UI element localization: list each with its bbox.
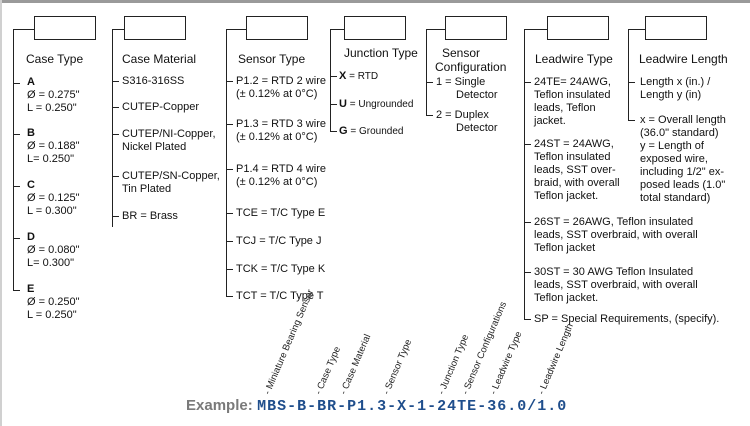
case-type-code-a: A (27, 76, 35, 88)
leadwire-type-26st-1: 26ST = 26AWG, Teflon insulated (534, 216, 694, 228)
sensor-type-p14-accuracy: (± 0.12% at 0°C) (236, 176, 318, 188)
case-material-brass: BR = Brass (122, 210, 178, 222)
leadwire-type-sp: SP = Special Requirements, (specify). (534, 313, 720, 325)
leadwire-type-24te-4: jacket. (534, 115, 566, 127)
rotated-label-leadwire-length: - Leadwire Length (536, 321, 576, 397)
leadwire-type-26st-2: leads, SST overbraid, with overall (534, 229, 698, 241)
sensor-type-box (246, 16, 308, 40)
case-type-a-diameter: Ø = 0.275" (27, 89, 80, 101)
sensor-type-p13-accuracy: (± 0.12% at 0°C) (236, 131, 318, 143)
example-line: Example: MBS-B-BR-P1.3-X-1-24TE-36.0/1.0 (186, 397, 567, 415)
case-material-box (124, 16, 186, 40)
case-type-header: Case Type (26, 52, 84, 66)
leadwire-type-24st-3: leads, SST over- (534, 164, 616, 176)
case-type-c-diameter: Ø = 0.125" (27, 192, 80, 204)
case-material-cutep-ni-1: CUTEP/NI-Copper, (122, 128, 216, 140)
sensor-type-p14: P1.4 = RTD 4 wire (236, 163, 326, 175)
case-type-box (34, 16, 96, 40)
left-rule (0, 0, 2, 426)
sensor-configuration-single-1: 1 = Single (436, 76, 486, 88)
case-type-code-b: B (27, 127, 35, 139)
sensor-type-p12-accuracy: (± 0.12% at 0°C) (236, 88, 318, 100)
leadwire-length-format-2: Length y (in) (640, 89, 702, 101)
sensor-configuration-duplex-1: 2 = Duplex (436, 109, 489, 121)
leadwire-type-26st-3: Teflon jacket (534, 242, 596, 254)
leadwire-length-format-1: Length x (in.) / (640, 76, 711, 88)
sensor-type-tct: TCT = T/C Type T (236, 290, 324, 302)
case-type-a-length: L = 0.250" (27, 102, 77, 114)
leadwire-type-30st-1: 30ST = 30 AWG Teflon Insulated (534, 266, 694, 278)
sensor-configuration-header-1: Sensor (442, 46, 481, 60)
sensor-type-header: Sensor Type (238, 52, 306, 66)
sensor-configuration-box (445, 16, 507, 40)
leadwire-type-24st-5: Teflon jacket. (534, 190, 599, 202)
case-material-bracket (112, 29, 124, 227)
sensor-configuration-header-2: Configuration (435, 60, 507, 74)
leadwire-length-y-5: total standard) (640, 192, 711, 204)
case-type-b-length: L= 0.250" (27, 153, 75, 165)
case-type-code-d: D (27, 231, 35, 243)
case-type-bracket (13, 29, 34, 291)
junction-type-x: X = RTD (339, 70, 379, 82)
example-label: Example: (186, 397, 253, 414)
sensor-type-tcj: TCJ = T/C Type J (236, 235, 322, 247)
case-material-cutep: CUTEP-Copper (122, 101, 200, 113)
leadwire-type-24st-2: Teflon insulated (534, 151, 611, 163)
leadwire-length-y-1: y = Length of (640, 140, 704, 152)
case-material-s316: S316-316SS (122, 75, 185, 87)
leadwire-length-x-2: (36.0" standard) (640, 127, 719, 139)
case-type-code-e: E (27, 283, 35, 295)
leadwire-length-x-1: x = Overall length (640, 114, 726, 126)
case-material-cutep-sn-1: CUTEP/SN-Copper, (122, 170, 220, 182)
rotated-label-case-material: - Case Material (338, 332, 374, 397)
case-material-cutep-sn-2: Tin Plated (122, 183, 172, 195)
junction-type-bracket (330, 29, 344, 131)
example-code: MBS-B-BR-P1.3-X-1-24TE-36.0/1.0 (257, 398, 568, 415)
junction-type-u: U = Ungrounded (339, 98, 414, 110)
leadwire-length-bracket (628, 29, 645, 121)
case-type-d-diameter: Ø = 0.080" (27, 244, 80, 256)
case-type-d-length: L= 0.300" (27, 257, 75, 269)
junction-type-header: Junction Type (344, 46, 418, 60)
leadwire-type-bracket (524, 29, 547, 320)
leadwire-length-y-2: exposed wire, (640, 153, 708, 165)
sensor-configuration-duplex-2: Detector (456, 122, 498, 134)
case-type-code-c: C (27, 179, 35, 191)
sensor-type-p12: P1.2 = RTD 2 wire (236, 75, 326, 87)
junction-type-g: G = Grounded (339, 125, 404, 137)
leadwire-type-box (547, 16, 609, 40)
leadwire-type-24te-1: 24TE= 24AWG, (534, 76, 611, 88)
junction-type-box (344, 16, 406, 40)
case-type-c-length: L = 0.300" (27, 205, 77, 217)
leadwire-length-box (645, 16, 707, 40)
leadwire-type-30st-3: Teflon jacket. (534, 292, 599, 304)
leadwire-type-24te-2: Teflon insulated (534, 89, 611, 101)
top-rule (0, 0, 750, 3)
case-type-b-diameter: Ø = 0.188" (27, 140, 80, 152)
leadwire-length-y-4: posed leads (1.0" (640, 179, 726, 191)
leadwire-length-header: Leadwire Length (639, 52, 728, 66)
case-material-cutep-ni-2: Nickel Plated (122, 141, 187, 153)
leadwire-type-24st-4: braid, with overall (534, 177, 620, 189)
case-material-header: Case Material (122, 52, 197, 66)
sensor-configuration-single-2: Detector (456, 89, 498, 101)
sensor-configuration-bracket (426, 29, 445, 115)
leadwire-type-header: Leadwire Type (535, 52, 613, 66)
leadwire-type-30st-2: leads, SST overbraid, with overall (534, 279, 698, 291)
sensor-type-tce: TCE = T/C Type E (236, 207, 326, 219)
sensor-type-bracket (226, 29, 246, 297)
case-type-e-diameter: Ø = 0.250" (27, 296, 80, 308)
rotated-label-sensor-type: - Sensor Type (381, 337, 415, 397)
case-type-e-length: L = 0.250" (27, 309, 77, 321)
sensor-type-p13: P1.3 = RTD 3 wire (236, 118, 326, 130)
leadwire-type-24st-1: 24ST = 24AWG, (534, 138, 614, 150)
leadwire-type-24te-3: leads, Teflon (534, 102, 596, 114)
leadwire-length-y-3: including 1/2" ex- (640, 166, 725, 178)
rotated-label-miniature-bearing-sensor: - Miniature Bearing Sensor (262, 287, 317, 397)
sensor-type-tck: TCK = T/C Type K (236, 263, 326, 275)
